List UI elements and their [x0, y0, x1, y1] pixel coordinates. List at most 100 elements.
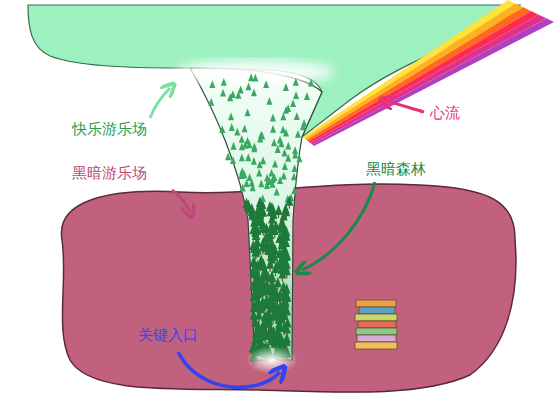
tree [243, 198, 251, 208]
tree [242, 124, 248, 132]
tree [266, 201, 274, 211]
callout-label: 心流 [430, 104, 460, 122]
tree [219, 125, 225, 133]
rainbow-band [303, 0, 516, 139]
tree [241, 170, 247, 178]
tree [280, 113, 286, 121]
tree [209, 80, 215, 88]
tree [281, 149, 287, 157]
tree [283, 106, 289, 114]
tree [283, 83, 289, 91]
tree [259, 241, 267, 251]
callout-arrow [172, 190, 190, 212]
tree [268, 220, 276, 230]
tree [249, 240, 257, 250]
tree [248, 73, 254, 81]
tree [304, 92, 310, 100]
tree [246, 83, 252, 91]
tree [257, 274, 265, 284]
tree [251, 157, 257, 165]
tree [283, 250, 291, 260]
tree [248, 203, 256, 213]
book-stack-icon [355, 300, 397, 349]
tree [259, 285, 267, 295]
tree [267, 251, 275, 261]
tree [251, 88, 257, 96]
tree [290, 99, 296, 107]
tree [291, 186, 297, 194]
tree [265, 330, 273, 340]
tree [225, 152, 231, 160]
callout-arrow [178, 352, 280, 387]
tree [258, 219, 266, 229]
tree [263, 80, 269, 88]
tree [256, 169, 262, 177]
tree [251, 142, 257, 150]
tree [291, 172, 297, 180]
tree [266, 97, 272, 105]
tree [285, 195, 293, 205]
tree [239, 153, 245, 161]
tree [239, 135, 245, 143]
tree [282, 226, 290, 236]
tree [282, 162, 288, 170]
tree [221, 78, 227, 86]
tree [293, 91, 299, 99]
tree [292, 164, 298, 172]
tree [267, 280, 275, 290]
tree [277, 176, 283, 184]
tree [285, 142, 291, 150]
callout-label: 黑暗森林 [366, 160, 426, 178]
rainbow-band [312, 18, 554, 146]
tree [250, 256, 258, 266]
tree [234, 128, 240, 136]
tree [281, 294, 289, 304]
rainbow-flow [303, 0, 554, 146]
tree [228, 112, 234, 120]
tree [271, 139, 277, 147]
funnel [190, 68, 322, 360]
tree [238, 86, 244, 94]
tree [280, 126, 286, 134]
tree [281, 172, 287, 180]
tree [245, 153, 251, 161]
callout-arrow [150, 88, 170, 118]
tree [280, 210, 288, 220]
tree [271, 263, 279, 273]
tree [264, 174, 270, 182]
tree-pattern [208, 73, 314, 364]
callout-arrow [302, 182, 375, 270]
entrance-glow [246, 346, 298, 374]
tree [277, 136, 283, 144]
tree [231, 142, 237, 150]
tree [270, 125, 276, 133]
tree [293, 78, 299, 86]
tree [294, 112, 300, 120]
tree [208, 98, 214, 106]
tree [265, 308, 273, 318]
tree [245, 137, 251, 145]
tree [276, 305, 284, 315]
rainbow-band [307, 7, 531, 141]
tree [258, 131, 264, 139]
rainbow-band [310, 15, 546, 145]
region-label: 黑暗游乐场 [72, 164, 147, 182]
tree [257, 330, 265, 340]
tree [274, 328, 282, 338]
tree [269, 180, 275, 188]
tree [260, 156, 266, 164]
tree [308, 79, 314, 87]
tree [295, 130, 301, 138]
tree [257, 206, 265, 216]
callout-label: 关键入口 [138, 326, 198, 344]
tree [278, 220, 286, 230]
tree [249, 210, 257, 220]
rainbow-band [305, 4, 524, 140]
tree [274, 188, 280, 196]
tree [259, 320, 267, 330]
tree [247, 173, 253, 181]
tree [258, 179, 264, 187]
tree [220, 89, 226, 97]
